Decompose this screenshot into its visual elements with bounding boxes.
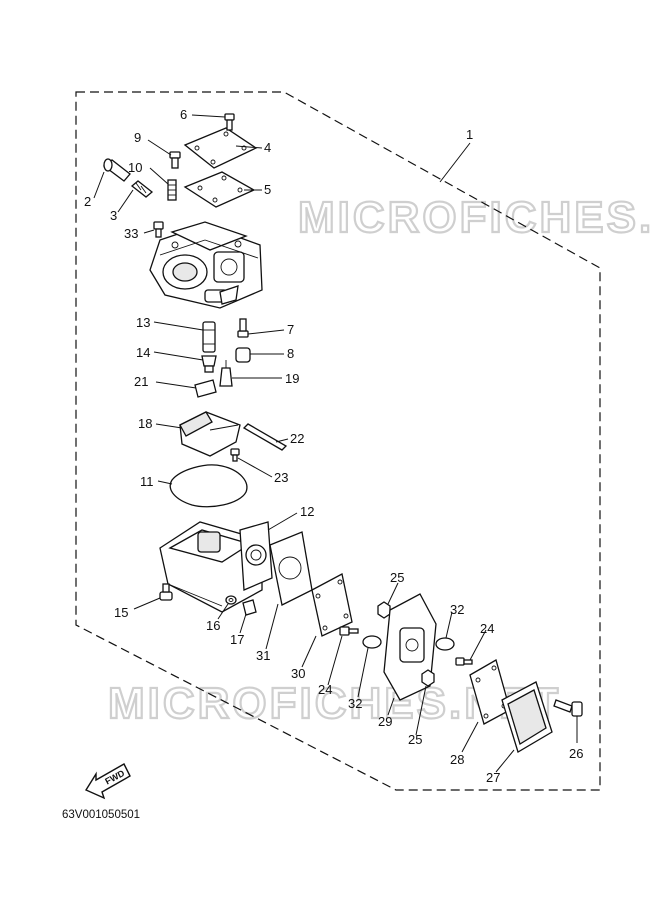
jet-holder-13 xyxy=(202,321,216,353)
callout-27: 27 xyxy=(486,770,500,785)
callout-8: 8 xyxy=(287,346,294,361)
callout-33: 33 xyxy=(124,226,138,241)
cover-gasket xyxy=(183,171,256,208)
watermark-top: MICROFICHES.NET xyxy=(298,193,651,242)
nut-25-bottom xyxy=(421,669,435,687)
assembly-boundary xyxy=(75,91,601,791)
callout-11: 11 xyxy=(140,474,154,489)
float-chamber-12 xyxy=(159,521,273,613)
float-chamber-gasket-11 xyxy=(169,464,248,508)
spring-3 xyxy=(130,180,154,198)
callout-15: 15 xyxy=(114,605,128,620)
pump-cover-27 xyxy=(501,681,553,753)
callout-18: 18 xyxy=(138,416,152,431)
leader-lines xyxy=(93,114,578,773)
clip-21 xyxy=(194,379,217,398)
callout-14: 14 xyxy=(136,345,150,360)
pilot-screw-2 xyxy=(102,158,131,182)
callout-12: 12 xyxy=(300,504,314,519)
drain-screw-15 xyxy=(159,583,173,601)
diagram-code: 63V001050501 xyxy=(62,809,140,821)
screw-6 xyxy=(224,113,235,131)
screw-24-left xyxy=(339,626,359,636)
washer-16 xyxy=(225,595,237,605)
callout-13: 13 xyxy=(136,315,150,330)
callout-24-left: 24 xyxy=(318,682,332,697)
valve-32-left xyxy=(362,635,382,649)
plug-17 xyxy=(242,599,257,616)
callout-10: 10 xyxy=(128,160,142,175)
plug-8 xyxy=(235,347,251,363)
screw-23 xyxy=(230,448,240,462)
screw-33 xyxy=(153,221,164,238)
float-pin-22 xyxy=(242,423,288,451)
callout-26: 26 xyxy=(569,746,583,761)
callout-4: 4 xyxy=(264,140,271,155)
callout-9: 9 xyxy=(134,130,141,145)
fwd-arrow-icon: FWD xyxy=(84,763,131,800)
needle-valve-19 xyxy=(219,360,233,387)
callout-23: 23 xyxy=(274,470,288,485)
callout-31: 31 xyxy=(256,648,270,663)
callout-1: 1 xyxy=(466,127,473,142)
callout-22: 22 xyxy=(290,431,304,446)
callout-7: 7 xyxy=(287,322,294,337)
gasket-31 xyxy=(269,531,313,606)
callout-6: 6 xyxy=(180,107,187,122)
screw-7 xyxy=(237,318,249,338)
callout-5: 5 xyxy=(264,182,271,197)
callout-2: 2 xyxy=(84,194,91,209)
nut-25-top xyxy=(377,601,391,619)
callout-32-left: 32 xyxy=(348,696,362,711)
callout-17: 17 xyxy=(230,632,244,647)
main-jet-14 xyxy=(201,355,217,373)
callout-16: 16 xyxy=(206,618,220,633)
float-18 xyxy=(179,411,241,457)
gasket-30 xyxy=(311,573,353,637)
callout-19: 19 xyxy=(285,371,299,386)
callout-25-bottom: 25 xyxy=(408,732,422,747)
screw-9 xyxy=(169,151,181,169)
callout-24-right: 24 xyxy=(480,621,494,636)
callout-3: 3 xyxy=(110,208,117,223)
callout-30: 30 xyxy=(291,666,305,681)
valve-32-right xyxy=(435,637,455,651)
callout-28: 28 xyxy=(450,752,464,767)
screw-24-right xyxy=(455,657,473,666)
callout-25-top: 25 xyxy=(390,570,404,585)
callout-21: 21 xyxy=(134,374,148,389)
adjust-screw-10 xyxy=(167,179,177,201)
callout-32-right: 32 xyxy=(450,602,464,617)
callout-29: 29 xyxy=(378,714,392,729)
cover-plate xyxy=(183,127,258,169)
carburetor-body xyxy=(149,221,263,309)
callout-labels: 1 2 3 4 5 6 7 8 9 10 11 12 13 14 15 16 1… xyxy=(84,107,583,785)
